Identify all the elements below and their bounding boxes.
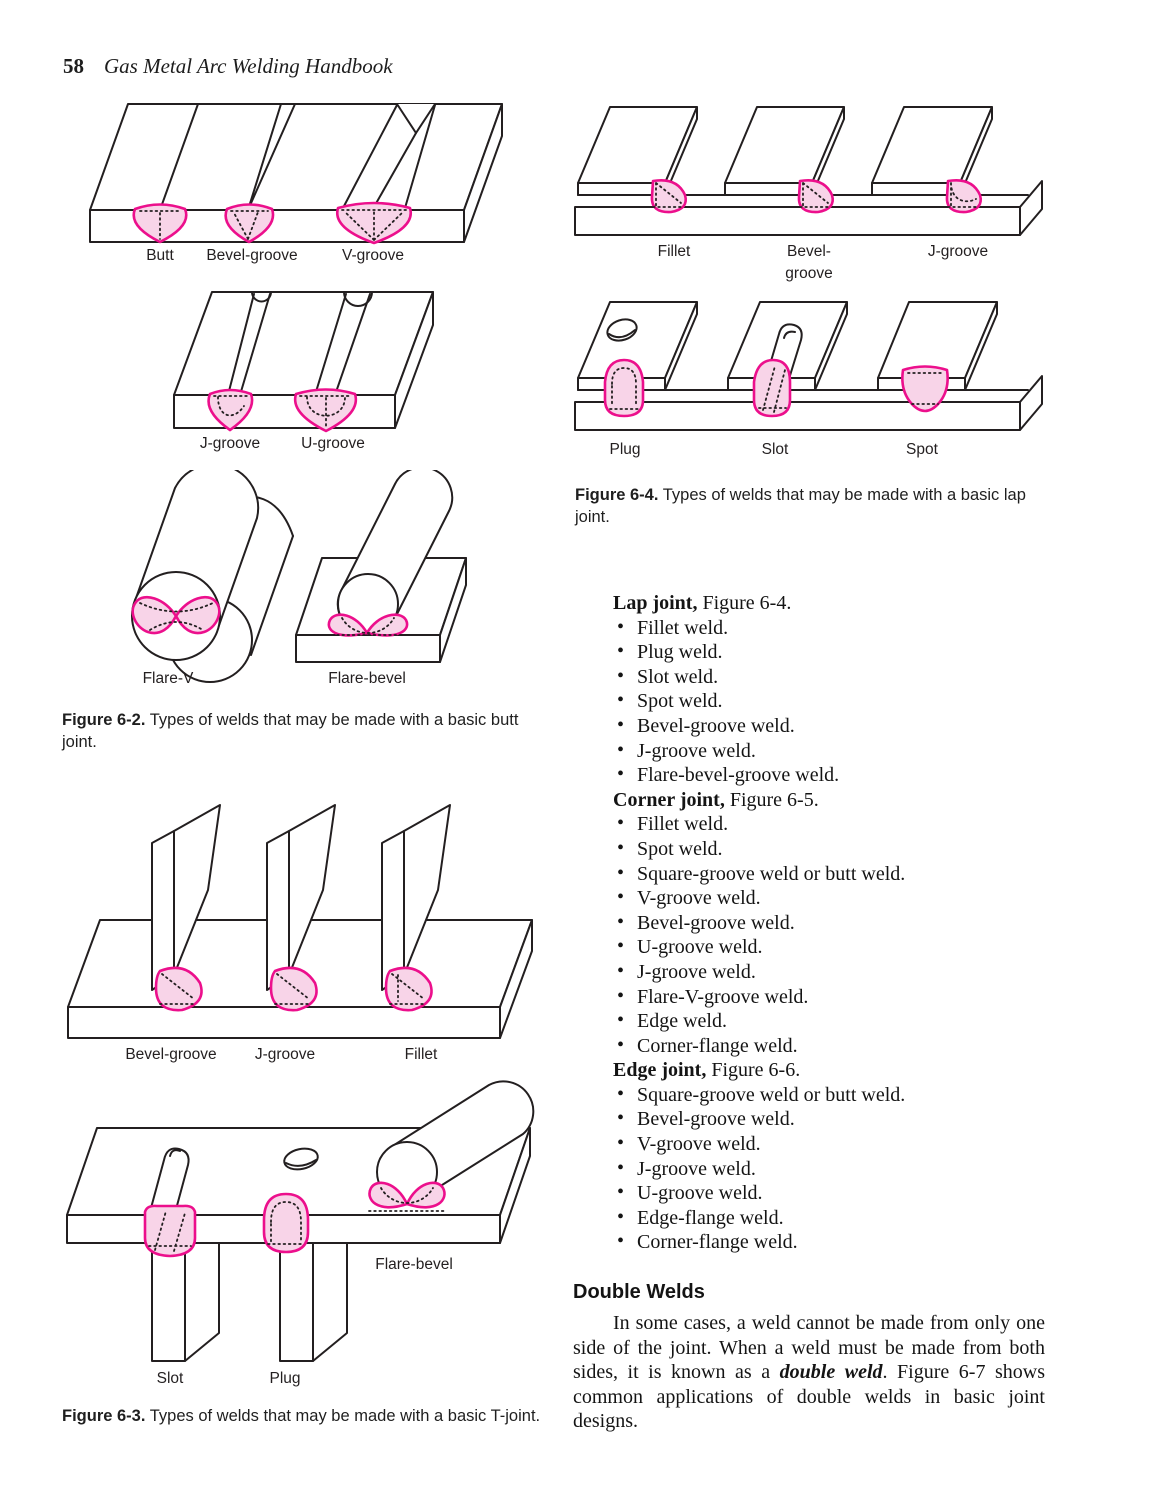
- spot-weld-bead: [901, 365, 949, 413]
- body-text-column: Lap joint, Figure 6-4. •Fillet weld. •Pl…: [573, 591, 1045, 1434]
- book-title: Gas Metal Arc Welding Handbook: [104, 54, 393, 78]
- vertical-plates: [151, 804, 451, 991]
- figure-6-4-lap-joint-welds-row1: Fillet Bevel- groove J-groove: [574, 106, 1043, 282]
- list-item: •Edge-flange weld.: [617, 1205, 784, 1229]
- label-bevel-groove: Bevel-groove: [206, 247, 297, 264]
- label-butt: Butt: [146, 247, 174, 264]
- figure-6-2-butt-joint-welds-row3: Flare-V Flare-bevel: [131, 470, 467, 687]
- plug-hole: [606, 318, 638, 342]
- list-item: •U-groove weld.: [617, 1181, 763, 1205]
- list-item: •Corner-flange weld.: [617, 1230, 798, 1254]
- label-flare-v: Flare-V: [143, 670, 194, 687]
- caption-number: Figure 6-4.: [575, 486, 659, 504]
- label-v-groove: V-groove: [342, 247, 404, 264]
- label-bevel: Bevel-: [787, 243, 831, 260]
- upper-plates: [577, 106, 993, 196]
- list-item: •Spot weld.: [617, 836, 723, 860]
- caption-number: Figure 6-3.: [62, 1407, 146, 1425]
- list-item: •J-groove weld.: [617, 738, 756, 762]
- label-u-groove: U-groove: [301, 435, 365, 452]
- list-item: •Spot weld.: [617, 689, 723, 713]
- plug-hole: [283, 1147, 319, 1171]
- flare-bevel-weld-bead: [327, 613, 369, 637]
- caption-text: Types of welds that may be made with a b…: [145, 1407, 541, 1425]
- caption-text: Types of welds that may be made with a b…: [62, 711, 519, 751]
- double-welds-paragraph: In some cases, a weld cannot be made fro…: [573, 1312, 1046, 1433]
- label-j-groove: J-groove: [928, 243, 988, 260]
- page-number: 58: [63, 54, 84, 78]
- label-fillet: Fillet: [405, 1046, 438, 1063]
- list-item: •J-groove weld.: [617, 959, 756, 983]
- list-item: •U-groove weld.: [617, 935, 763, 959]
- list-item: •Edge weld.: [617, 1009, 727, 1033]
- flare-v-weld-bead: [174, 595, 221, 635]
- figure-6-3-t-joint-welds-row2: Flare-bevel Slot Plug: [66, 1080, 535, 1387]
- label-flare-bevel: Flare-bevel: [328, 670, 406, 687]
- slot-weld-bead: [143, 1204, 197, 1258]
- label-j-groove: J-groove: [200, 435, 260, 452]
- label-plug: Plug: [269, 1370, 300, 1387]
- list-item: •Bevel-groove weld.: [617, 910, 795, 934]
- lap-joint-header: Lap joint, Figure 6-4.: [613, 592, 792, 614]
- legs: [151, 1242, 348, 1362]
- figure-6-2-butt-joint-welds-row2: J-groove U-groove: [173, 291, 434, 452]
- figure-6-4-caption: Figure 6-4. Types of welds that may be m…: [575, 485, 1047, 528]
- slot-hole: [765, 323, 803, 383]
- list-item: •Flare-bevel-groove weld.: [617, 763, 840, 787]
- list-item: •Square-groove weld or butt weld.: [617, 861, 906, 885]
- plug-weld-bead: [262, 1192, 310, 1254]
- list-item: •Flare-V-groove weld.: [617, 984, 809, 1008]
- label-groove: groove: [785, 265, 832, 282]
- double-weld-emphasis: double weld: [779, 1361, 883, 1384]
- list-item: •Bevel-groove weld.: [617, 1107, 795, 1131]
- label-fillet: Fillet: [658, 243, 691, 260]
- corner-joint-header: Corner joint, Figure 6-5.: [613, 788, 819, 811]
- list-item: •Slot weld.: [617, 664, 719, 688]
- list-item: •V-groove weld.: [617, 1132, 761, 1156]
- label-slot: Slot: [157, 1370, 184, 1387]
- figure-6-2-caption: Figure 6-2. Types of welds that may be m…: [62, 710, 546, 753]
- section-heading-double-welds: Double Welds: [573, 1281, 705, 1304]
- j-groove-weld-bead: [207, 388, 254, 432]
- caption-text: Types of welds that may be made with a b…: [575, 486, 1026, 526]
- label-j-groove: J-groove: [255, 1046, 315, 1063]
- running-head: 58 Gas Metal Arc Welding Handbook: [63, 54, 393, 79]
- figure-6-4-lap-joint-welds-row2: Plug Slot Spot: [574, 301, 1043, 458]
- label-slot: Slot: [762, 441, 789, 458]
- list-item: •J-groove weld.: [617, 1156, 756, 1180]
- label-spot: Spot: [906, 441, 939, 458]
- list-item: •Plug weld.: [617, 640, 723, 664]
- figure-6-3-t-joint-welds-row1: Bevel-groove J-groove Fillet: [67, 804, 533, 1063]
- list-item: •Square-groove weld or butt weld.: [617, 1082, 906, 1106]
- list-item: •V-groove weld.: [617, 886, 761, 910]
- label-bevel-groove: Bevel-groove: [125, 1046, 216, 1063]
- figure-6-3-caption: Figure 6-3. Types of welds that may be m…: [62, 1406, 562, 1428]
- edge-joint-header: Edge joint, Figure 6-6.: [613, 1059, 801, 1082]
- label-flare-bevel: Flare-bevel: [375, 1256, 453, 1273]
- list-item: •Corner-flange weld.: [617, 1033, 798, 1057]
- figure-6-2-butt-joint-welds-row1: Butt Bevel-groove V-groove: [89, 103, 503, 264]
- list-item: •Bevel-groove weld.: [617, 713, 795, 737]
- list-item: •Fillet weld.: [617, 615, 729, 639]
- list-item: •Fillet weld.: [617, 812, 729, 836]
- caption-number: Figure 6-2.: [62, 711, 146, 729]
- label-plug: Plug: [609, 441, 640, 458]
- bevel-groove-weld-bead: [224, 203, 275, 244]
- slot-weld-bead: [752, 358, 792, 418]
- slot-hole: [150, 1147, 190, 1214]
